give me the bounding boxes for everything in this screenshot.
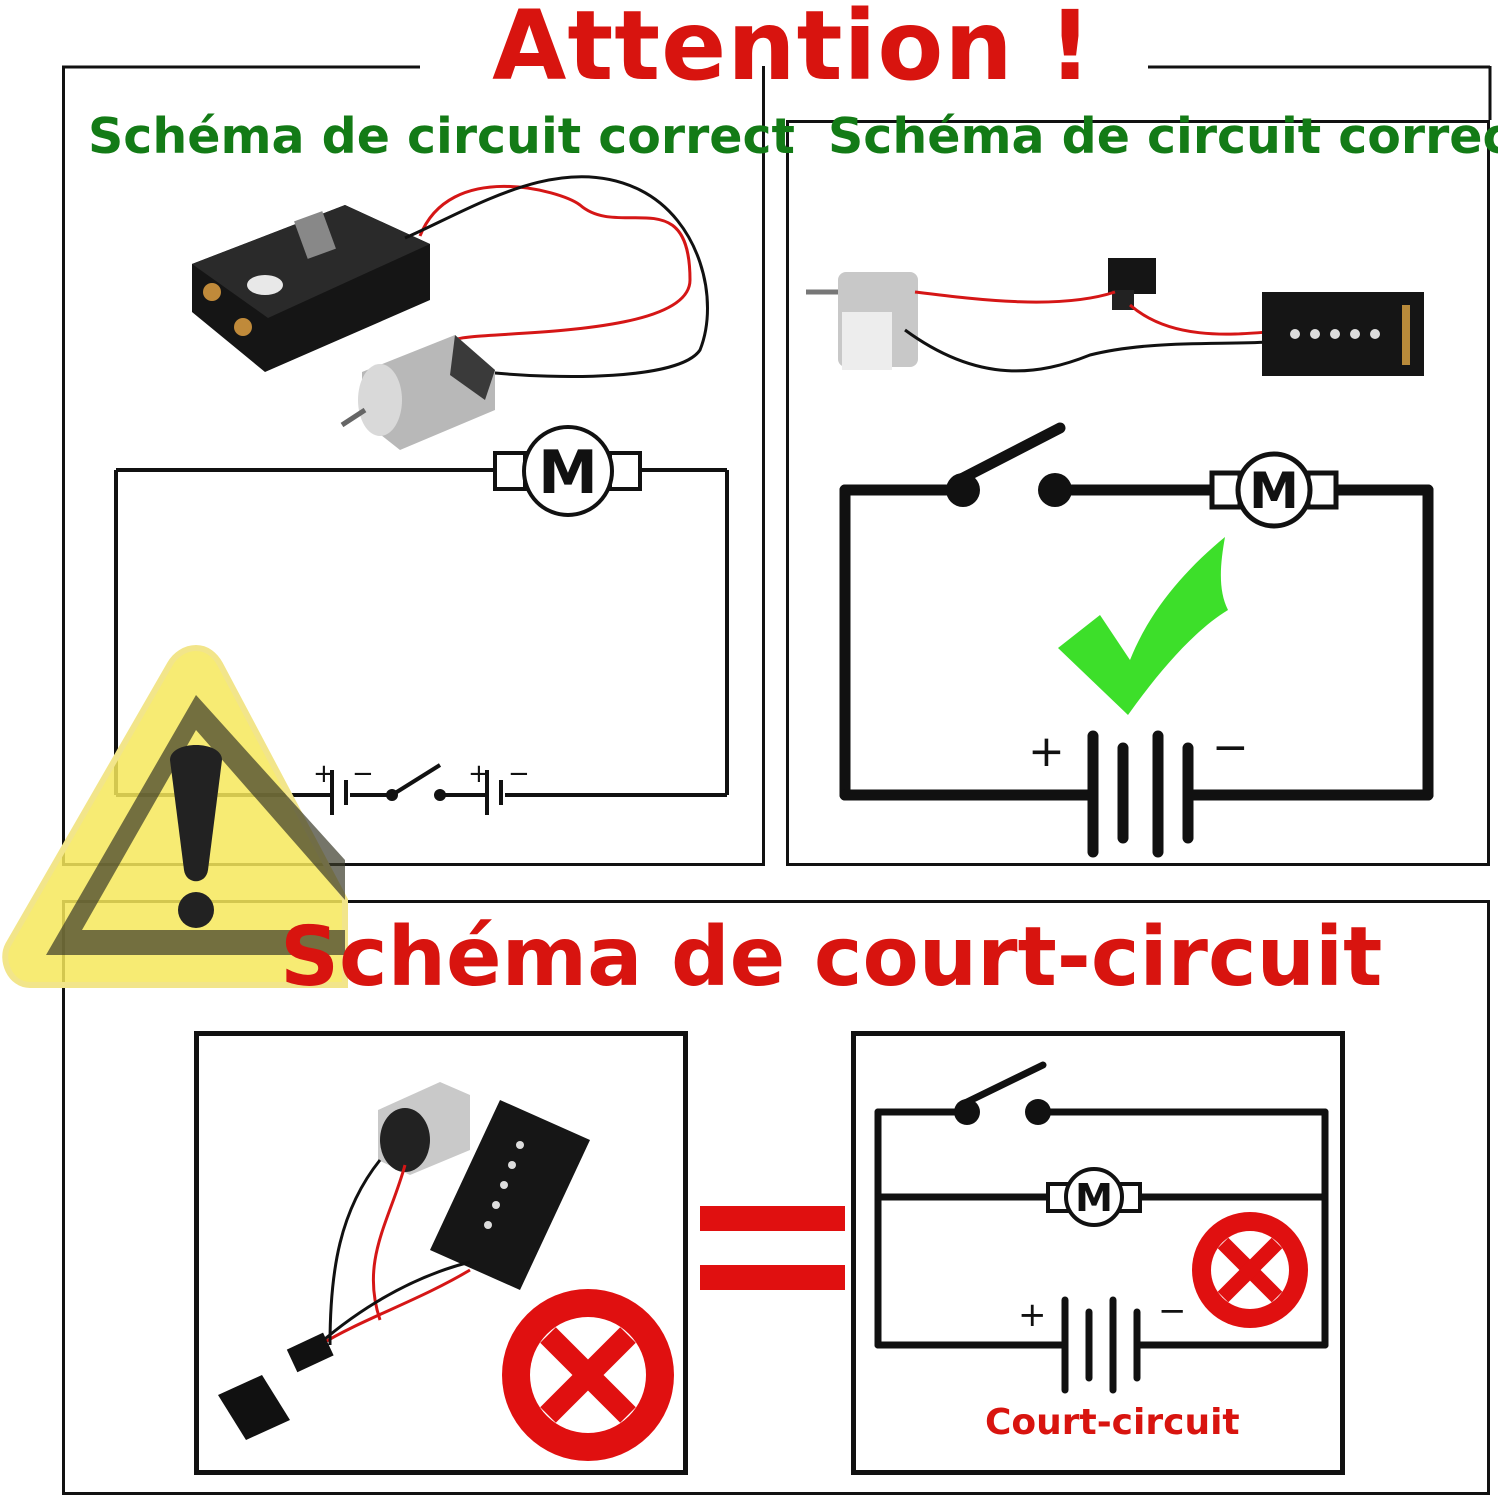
equals-icon — [700, 1206, 845, 1290]
right-panel-title: Schéma de circuit correct — [828, 108, 1498, 165]
short-circuit-label: Court-circuit — [985, 1402, 1240, 1443]
short-minus: − — [1158, 1291, 1187, 1331]
short-circuit-schematic — [874, 1061, 1329, 1394]
left-schematic — [114, 425, 729, 815]
right-switch-node-b — [1038, 473, 1072, 507]
battery-holder-photo — [192, 205, 430, 372]
short-motor-symbol-shape — [1046, 1167, 1142, 1227]
panel-right-correct-frame — [786, 120, 1490, 866]
panel-short-circuit-frame — [62, 900, 1490, 1495]
battery-holder-photo-right — [1262, 292, 1424, 376]
short-motor-symbol: M — [1075, 1176, 1113, 1220]
black-wire-left — [404, 175, 709, 378]
red-wire-left — [418, 184, 692, 342]
right-switch-node-a — [946, 473, 980, 507]
short-photo-frame — [194, 1031, 688, 1475]
short-circuit-photo — [218, 1082, 590, 1440]
check-icon — [1058, 537, 1228, 715]
left-switch-node-a — [386, 789, 398, 801]
wrong-x-icon-diagram — [1192, 1212, 1308, 1328]
right-motor-symbol: M — [1249, 462, 1299, 520]
panel-left-correct-frame — [62, 66, 765, 866]
left-motor-symbol: M — [538, 438, 598, 508]
page-title: Attention ! — [492, 0, 1093, 102]
motor-photo-left — [340, 335, 495, 450]
warning-triangle-icon — [2, 644, 348, 988]
short-switch-node-a — [954, 1099, 980, 1125]
short-plus: + — [1018, 1295, 1047, 1335]
short-circuit-title: Schéma de court-circuit — [280, 910, 1383, 1005]
left-minus-2: − — [508, 759, 530, 789]
left-panel-title: Schéma de circuit correct — [88, 108, 795, 165]
left-plus-2: + — [468, 759, 490, 789]
switch-photo-right — [1108, 258, 1156, 310]
right-minus: − — [1212, 722, 1249, 773]
left-plus-1: + — [313, 759, 335, 789]
right-motor-symbol-shape — [1209, 451, 1339, 529]
black-wire-right — [904, 328, 1269, 373]
wrong-x-icon-photo — [502, 1289, 674, 1461]
right-plus: + — [1028, 726, 1065, 777]
left-minus-1: − — [352, 759, 374, 789]
red-wire-right — [914, 290, 1269, 336]
motor-photo-right — [806, 272, 918, 370]
right-schematic — [839, 422, 1434, 858]
short-switch-node-b — [1025, 1099, 1051, 1125]
short-diagram-frame — [851, 1031, 1345, 1475]
left-switch-node-b — [434, 789, 446, 801]
